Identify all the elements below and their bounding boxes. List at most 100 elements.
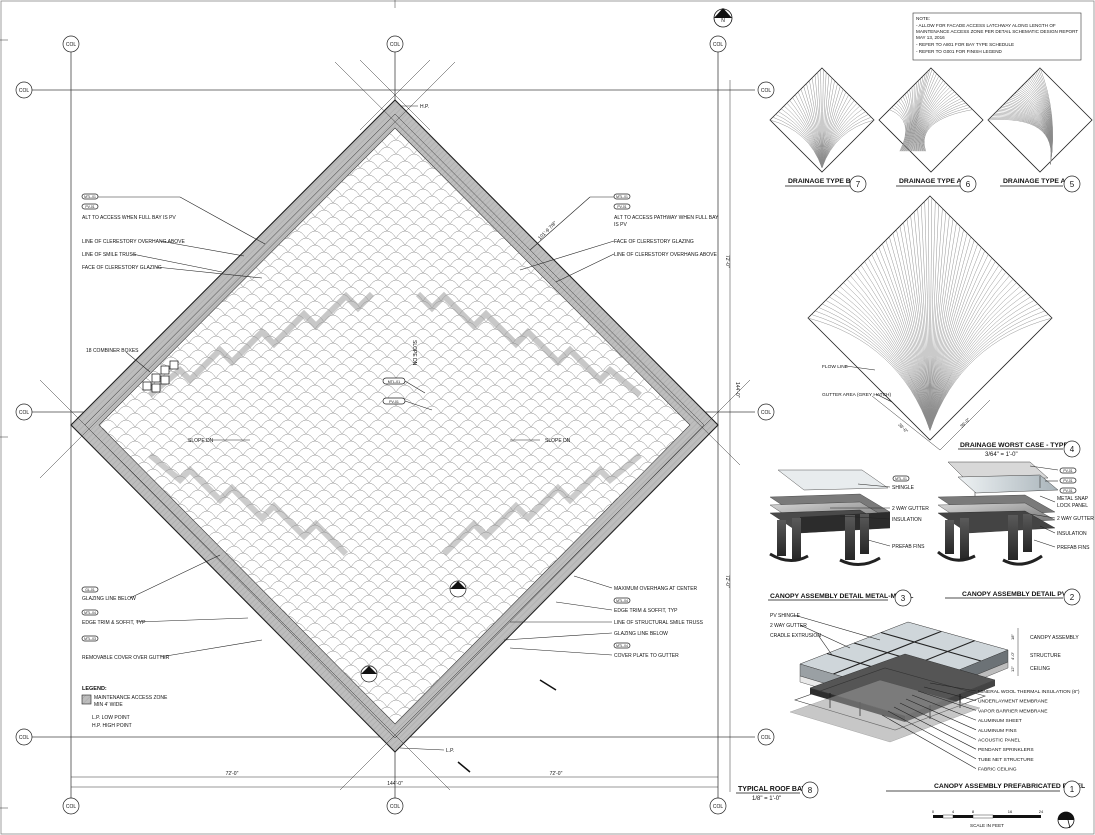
note-box: NOTE: - ALLOW FOR FACADE ACCESS LATCHWAY… (912, 12, 1082, 61)
svg-text:LINE OF SMILE TRUSS: LINE OF SMILE TRUSS (82, 252, 137, 258)
detail-pv-pv: PV-01 PV-01 PV-01 METAL SNAP LOCK PANEL … (937, 461, 1094, 606)
right-callouts: MTL-01 PV-01 ALT TO ACCESS PATHWAY WHEN … (519, 193, 719, 283)
worst-case-annotations: FLOW LINE GUTTER AREA (GREY HATCH) 36'-0… (822, 364, 1081, 458)
col-label: COL (19, 410, 30, 416)
svg-text:GL-01: GL-01 (85, 588, 95, 592)
center-tags: MTL-01 PV-01 (382, 377, 433, 411)
drainage-worst-case-diagram (807, 195, 1053, 441)
svg-text:CANOPY ASSEMBLY DETAIL METAL-M: CANOPY ASSEMBLY DETAIL METAL-METAL (770, 593, 913, 600)
svg-text:PREFAB FINS: PREFAB FINS (1057, 545, 1090, 551)
svg-text:4: 4 (1070, 445, 1075, 454)
svg-text:FACE OF CLERESTORY GLAZING: FACE OF CLERESTORY GLAZING (614, 239, 694, 245)
svg-text:LEGEND:: LEGEND: (82, 686, 107, 692)
svg-text:PV-01: PV-01 (389, 400, 399, 404)
col-label: COL (390, 804, 401, 810)
svg-text:CRADLE EXTRUSION: CRADLE EXTRUSION (770, 633, 821, 639)
svg-text:GUTTER AREA (GREY HATCH): GUTTER AREA (GREY HATCH) (822, 392, 892, 398)
svg-text:- REFER TO A801 FOR BAY TYPE S: - REFER TO A801 FOR BAY TYPE SCHEDULE (916, 42, 1014, 47)
svg-text:GLAZING LINE BELOW: GLAZING LINE BELOW (82, 596, 136, 602)
svg-text:LINE OF CLERESTORY OVERHANG AB: LINE OF CLERESTORY OVERHANG ABOVE (82, 239, 185, 245)
slope-label-vertical: SLOPE DN (411, 340, 417, 366)
legend: LEGEND: MAINTENANCE ACCESS ZONE MIN 4' W… (81, 686, 168, 729)
scale-bar: 0 4 8 16 24 SCALE IN FEET (932, 809, 1044, 828)
col-label: COL (761, 735, 772, 741)
svg-text:16: 16 (1008, 809, 1013, 814)
svg-text:12": 12" (1010, 666, 1015, 672)
svg-text:1: 1 (1070, 785, 1075, 794)
svg-text:DRAINAGE TYPE A2: DRAINAGE TYPE A2 (899, 178, 965, 185)
svg-text:GLAZING LINE BELOW: GLAZING LINE BELOW (614, 631, 668, 637)
col-label: COL (66, 42, 77, 48)
svg-text:8: 8 (972, 809, 975, 814)
svg-text:7: 7 (856, 180, 861, 189)
combiner-label: 18 COMBINER BOXES (86, 348, 139, 354)
title-typical-roof-bay: TYPICAL ROOF BAY 1/8" = 1'-0" 8 (736, 781, 819, 802)
svg-text:18": 18" (1010, 634, 1015, 640)
svg-text:2 WAY GUTTER: 2 WAY GUTTER (892, 506, 929, 512)
col-bubbles: COL COL COL COL COL COL COL COL COL COL … (15, 35, 775, 815)
svg-text:MTL-04: MTL-04 (616, 644, 628, 648)
stack-layer-label: VAPOR BARRIER MEMBRANE (978, 708, 1048, 714)
slope-label-right: SLOPE DN (545, 438, 571, 444)
svg-text:CANOPY ASSEMBLY PREFABRICATED: CANOPY ASSEMBLY PREFABRICATED PANEL (934, 783, 1085, 790)
svg-text:ALT TO ACCESS WHEN FULL BAY IS: ALT TO ACCESS WHEN FULL BAY IS PV (82, 215, 176, 221)
col-label: COL (19, 88, 30, 94)
drainage-titles: DRAINAGE TYPE B1 7 DRAINAGE TYPE A2 6 DR… (785, 175, 1081, 193)
svg-text:MTL-01: MTL-01 (84, 195, 96, 199)
detail-prefab-panel: PV SHINGLE 2 WAY GUTTER CRADLE EXTRUSION… (770, 613, 1085, 798)
svg-text:2: 2 (1070, 593, 1075, 602)
svg-text:STRUCTURE: STRUCTURE (1030, 653, 1061, 659)
svg-text:MAINTENANCE ACCESS ZONE: MAINTENANCE ACCESS ZONE (94, 695, 168, 701)
svg-text:INSULATION: INSULATION (1057, 531, 1087, 537)
col-label: COL (19, 735, 30, 741)
svg-text:L.P. LOW POINT: L.P. LOW POINT (92, 715, 130, 721)
svg-text:MTL-03: MTL-03 (84, 637, 96, 641)
svg-text:1/8" = 1'-0": 1/8" = 1'-0" (752, 796, 781, 802)
svg-text:MIN 4' WIDE: MIN 4' WIDE (94, 702, 123, 708)
svg-text:FLOW LINE: FLOW LINE (822, 364, 848, 370)
svg-text:EDGE TRIM & SOFFIT, TYP: EDGE TRIM & SOFFIT, TYP (82, 620, 146, 626)
col-label: COL (66, 804, 77, 810)
col-label: COL (761, 88, 772, 94)
svg-text:72'-0": 72'-0" (724, 575, 730, 588)
svg-text:72'-0": 72'-0" (550, 771, 563, 777)
left-callouts: MTL-01 PV-01 ALT TO ACCESS WHEN FULL BAY… (81, 193, 266, 279)
svg-text:3/64" = 1'-0": 3/64" = 1'-0" (985, 452, 1018, 458)
svg-text:6: 6 (966, 180, 971, 189)
svg-text:SCALE IN FEET: SCALE IN FEET (970, 823, 1004, 828)
svg-text:LINE OF CLERESTORY OVERHANG AB: LINE OF CLERESTORY OVERHANG ABOVE (614, 252, 717, 258)
svg-text:FACE OF CLERESTORY GLAZING: FACE OF CLERESTORY GLAZING (82, 265, 162, 271)
roof-plan-diamond (39, 59, 751, 791)
svg-text:8: 8 (808, 786, 813, 795)
svg-text:PV-01: PV-01 (617, 205, 626, 209)
svg-text:NOTE:: NOTE: (916, 16, 930, 21)
svg-text:N: N (721, 18, 725, 24)
svg-text:0: 0 (932, 809, 935, 814)
svg-text:- REFER TO G001 FOR FINISH LEG: - REFER TO G001 FOR FINISH LEGEND (916, 49, 1003, 54)
svg-text:MTL-01: MTL-01 (895, 477, 907, 481)
svg-text:MAY 13, 2016: MAY 13, 2016 (916, 35, 945, 40)
svg-text:144'-0": 144'-0" (734, 382, 740, 398)
svg-text:H.P. HIGH POINT: H.P. HIGH POINT (92, 723, 132, 729)
stack-layer-label: ALUMINUM FINS (978, 728, 1017, 734)
svg-text:CEILING: CEILING (1030, 666, 1050, 672)
svg-text:2 WAY GUTTER: 2 WAY GUTTER (770, 623, 807, 629)
svg-text:DRAINAGE TYPE B1: DRAINAGE TYPE B1 (788, 178, 855, 185)
svg-text:36'-0": 36'-0" (897, 422, 909, 434)
compass-icon (1057, 811, 1075, 829)
low-point-label: L.P. (446, 748, 454, 754)
stack-layer-label: FABRIC CEILING (978, 767, 1017, 773)
svg-text:PV-01: PV-01 (85, 205, 94, 209)
detail-metal-metal: MTL-01 SHINGLE 2 WAY GUTTER INSULATION P… (768, 469, 929, 607)
svg-text:TYPICAL ROOF BAY: TYPICAL ROOF BAY (738, 786, 806, 793)
stack-layer-label: TUBE NET STRUCTURE (978, 757, 1034, 763)
svg-text:MTL-04: MTL-04 (84, 611, 96, 615)
north-arrow-icon: N (713, 8, 733, 28)
stack-layer-label: PENDANT SPRINKLERS (978, 747, 1034, 753)
svg-text:144'-0": 144'-0" (387, 781, 403, 787)
svg-text:ALT TO ACCESS PATHWAY WHEN FUL: ALT TO ACCESS PATHWAY WHEN FULL BAY (614, 215, 719, 221)
svg-text:DRAINAGE WORST CASE - TYPE B1: DRAINAGE WORST CASE - TYPE B1 (960, 442, 1079, 449)
col-label: COL (713, 42, 724, 48)
svg-text:PV-01: PV-01 (1063, 489, 1072, 493)
